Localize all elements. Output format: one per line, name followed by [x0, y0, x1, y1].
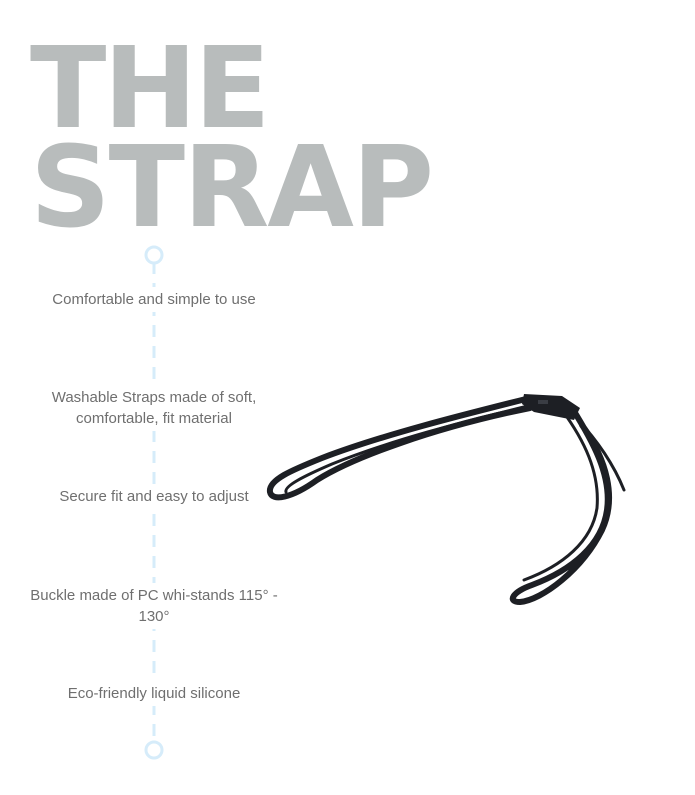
feature-item: Buckle made of PC whi-stands 115° - 130°	[24, 583, 284, 629]
feature-item: Eco-friendly liquid silicone	[24, 681, 284, 706]
headline-line-2: STRAP	[30, 122, 434, 253]
timeline-end-node-icon	[144, 740, 164, 760]
buckle-icon	[522, 394, 580, 420]
feature-item: Secure fit and easy to adjust	[24, 484, 284, 509]
headline-line-1: THE	[30, 24, 271, 154]
feature-item: Washable Straps made of soft, comfortabl…	[24, 385, 284, 431]
timeline-start-node-icon	[144, 245, 164, 265]
strap-product-image	[267, 394, 626, 605]
feature-item: Comfortable and simple to use	[24, 287, 284, 312]
page-title: THE STRAP	[30, 24, 434, 253]
